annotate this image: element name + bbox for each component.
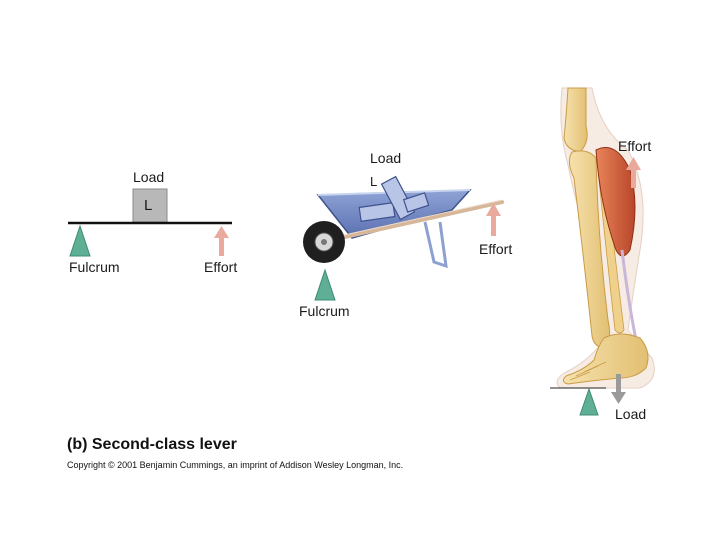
effort-label: Effort bbox=[618, 138, 652, 154]
wheelbarrow bbox=[303, 175, 504, 301]
load-block bbox=[132, 188, 168, 223]
calf-muscle bbox=[595, 147, 636, 257]
fulcrum-triangle bbox=[579, 387, 599, 416]
fulcrum-label: Fulcrum bbox=[299, 303, 350, 319]
load-label: Load bbox=[370, 150, 402, 166]
load-letter: L bbox=[370, 174, 378, 189]
figure-caption: (b) Second-class lever bbox=[67, 436, 237, 453]
wheelbarrow-handle bbox=[320, 200, 504, 244]
load-letter: L bbox=[144, 197, 153, 214]
load-arrow bbox=[611, 374, 626, 404]
effort-label: Effort bbox=[479, 241, 513, 257]
load-label: Load bbox=[133, 169, 165, 185]
load-label: Load bbox=[615, 406, 647, 422]
effort-arrow bbox=[214, 226, 229, 256]
brick-load bbox=[358, 175, 430, 222]
copyright-text: Copyright © 2001 Benjamin Cummings, an i… bbox=[67, 460, 404, 470]
wheelbarrow-leg bbox=[423, 221, 448, 269]
fulcrum-triangle bbox=[69, 224, 91, 257]
femur bbox=[563, 87, 588, 153]
fulcrum-triangle bbox=[314, 268, 336, 301]
simple-lever bbox=[68, 188, 232, 257]
effort-label: Effort bbox=[204, 259, 238, 275]
achilles-tendon bbox=[620, 249, 638, 341]
effort-arrow bbox=[626, 157, 641, 188]
leg-anatomy bbox=[550, 87, 655, 416]
fulcrum-label: Fulcrum bbox=[69, 259, 120, 275]
effort-arrow bbox=[486, 203, 501, 236]
